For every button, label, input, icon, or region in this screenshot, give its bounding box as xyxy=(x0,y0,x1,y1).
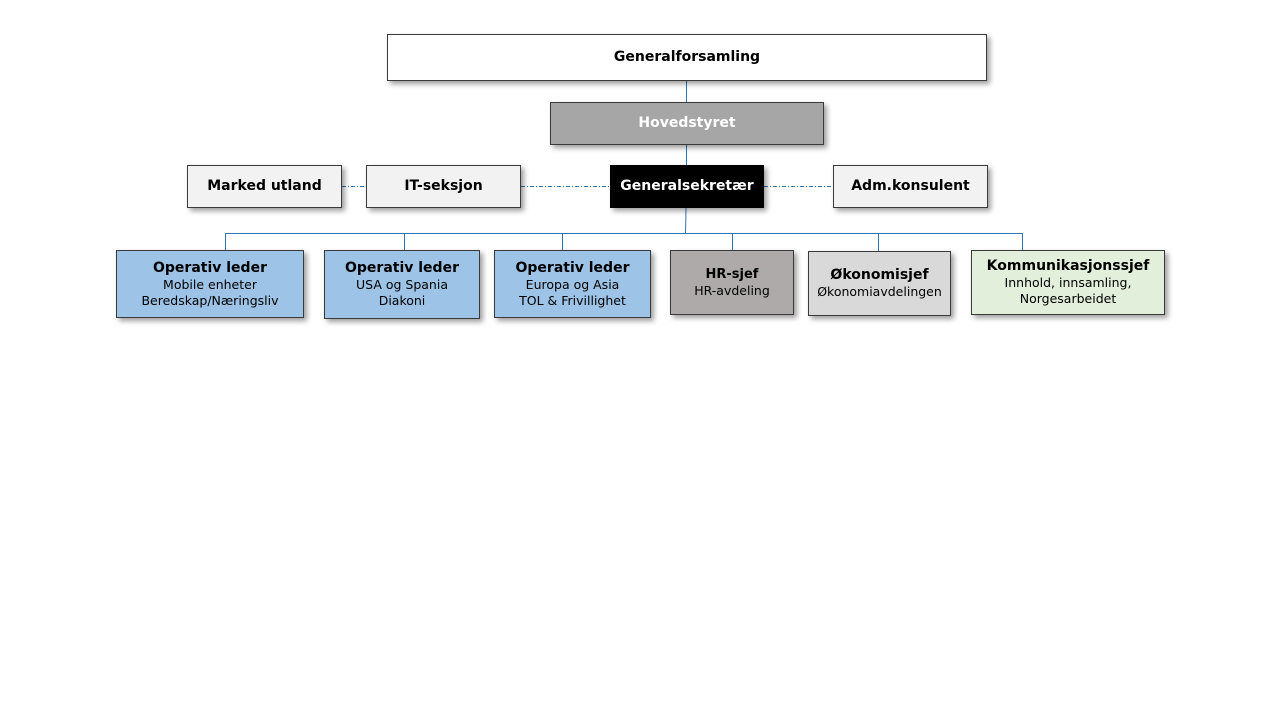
okonomisjef-box: Økonomisjef Økonomiavdelingen xyxy=(808,251,951,316)
generalsekretaer-title: Generalsekretær xyxy=(620,178,754,194)
it-seksjon-box: IT-seksjon xyxy=(366,165,521,208)
unit-line: Europa og Asia xyxy=(525,276,620,292)
unit-line: TOL & Frivillighet xyxy=(519,292,626,308)
unit-line: Diakoni xyxy=(378,293,426,308)
marked-utland-box: Marked utland xyxy=(187,165,342,208)
unit-title: Operativ leder xyxy=(345,260,459,276)
generalsekretaer-box: Generalsekretær xyxy=(610,165,764,208)
hr-sjef-box: HR-sjef HR-avdeling xyxy=(670,250,794,315)
unit-title: Operativ leder xyxy=(515,259,630,276)
unit-title: Kommunikasjonssjef xyxy=(986,258,1150,274)
generalforsamling-title: Generalforsamling xyxy=(613,49,761,65)
kommunikasjonssjef-box: Kommunikasjonssjef Innhold, innsamling, … xyxy=(971,250,1165,315)
hovedstyret-box: Hovedstyret xyxy=(550,102,824,145)
operativ-leder-3-box: Operativ leder Europa og Asia TOL & Friv… xyxy=(494,250,651,318)
unit-line: USA og Spania xyxy=(356,277,448,292)
line-generalsekretaer-bus xyxy=(685,207,687,234)
unit-line: Økonomiavdelingen xyxy=(817,284,942,299)
operativ-leder-1-box: Operativ leder Mobile enheter Beredskap/… xyxy=(116,250,304,318)
generalforsamling-box: Generalforsamling xyxy=(387,34,987,81)
unit-line: Norgesarbeidet xyxy=(1019,291,1117,306)
hovedstyret-title: Hovedstyret xyxy=(638,115,736,131)
unit-line: HR-avdeling xyxy=(694,283,770,298)
unit-line: Beredskap/Næringsliv xyxy=(141,292,279,308)
unit-title: Økonomisjef xyxy=(830,267,929,283)
it-seksjon-title: IT-seksjon xyxy=(404,178,483,194)
unit-line: Mobile enheter xyxy=(163,276,257,292)
unit-title: Operativ leder xyxy=(153,259,267,276)
unit-line: Innhold, innsamling, xyxy=(1004,275,1132,290)
unit-title: HR-sjef xyxy=(705,267,759,282)
operativ-leder-2-box: Operativ leder USA og Spania Diakoni xyxy=(324,250,480,319)
marked-utland-title: Marked utland xyxy=(207,178,322,194)
adm-konsulent-box: Adm.konsulent xyxy=(833,165,988,208)
adm-konsulent-title: Adm.konsulent xyxy=(851,178,970,194)
